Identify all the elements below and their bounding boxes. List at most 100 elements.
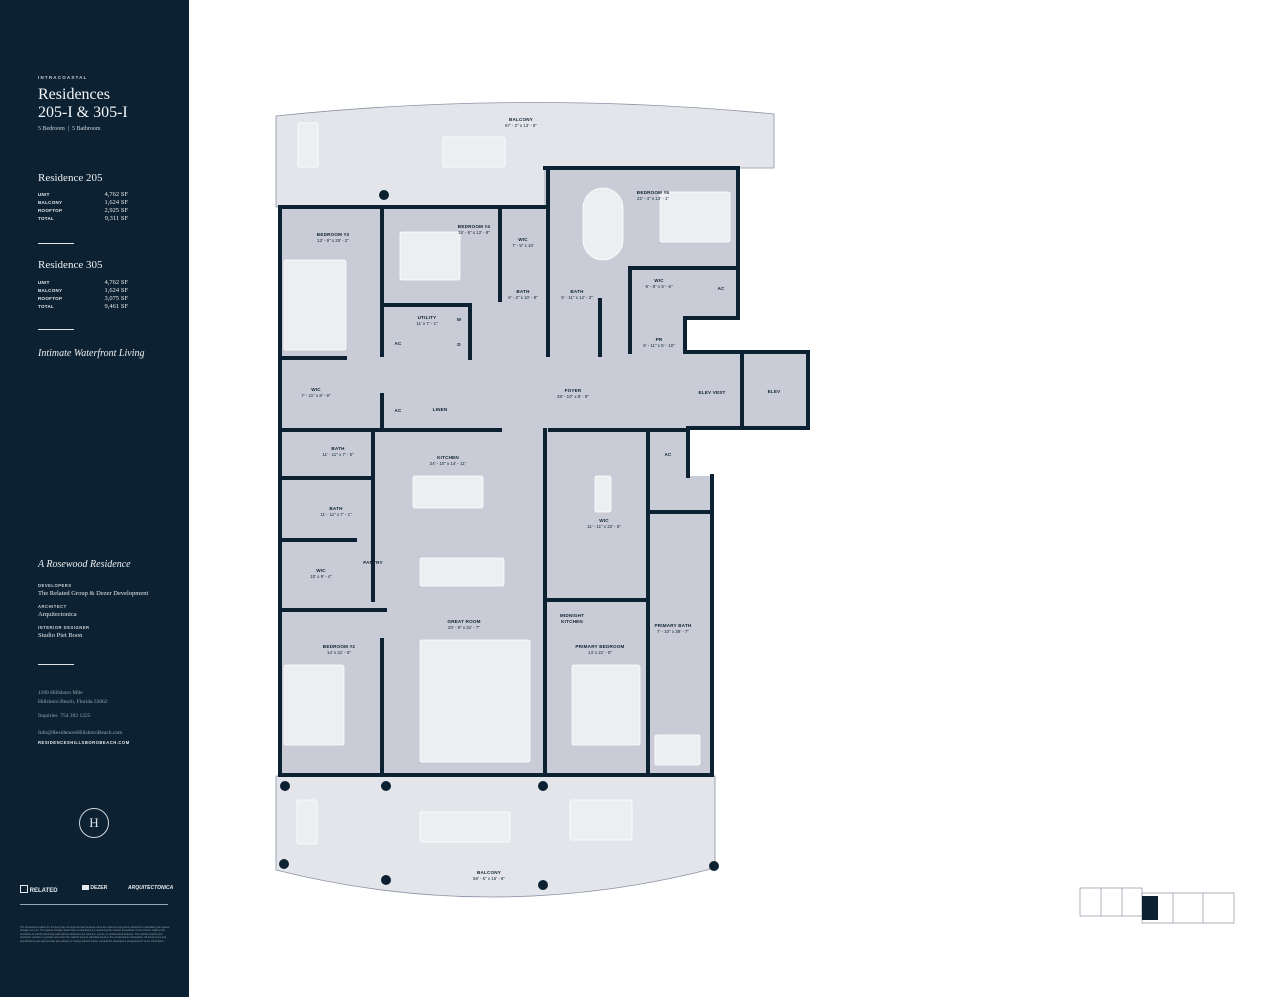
room-label: W — [457, 317, 462, 322]
room-label: AC — [394, 341, 401, 346]
room-name: AC — [717, 286, 725, 291]
room-dimensions: 10' x 9' - 4" — [310, 574, 332, 579]
room-dimensions: 14' x 21' - 5" — [327, 650, 351, 655]
column — [379, 190, 389, 200]
dezer-logo: DEZER — [82, 885, 107, 891]
residence-205-heading: Residence 205 — [38, 172, 103, 184]
stat-label: TOTAL — [38, 216, 55, 221]
room-dimensions: 9' - 8" x 5' - 6" — [646, 284, 673, 289]
website-link[interactable]: RESIDENCESHILLSBOROBEACH.COM — [38, 740, 130, 745]
room-name: BEDROOM #5 — [637, 190, 670, 195]
room-dimensions: 58' - 5" x 15' - 8" — [473, 876, 505, 881]
room-dimensions: KITCHEN — [561, 619, 583, 624]
column — [709, 861, 719, 871]
room-name: ELEV VEST — [698, 390, 725, 395]
stat-value: 9,311 SF — [104, 215, 128, 222]
sofa — [569, 799, 633, 841]
room-dimensions: 13' - 9" x 20' - 2" — [317, 238, 349, 243]
room-name: PRIMARY BEDROOM — [575, 644, 624, 649]
bed — [399, 231, 461, 281]
divider — [38, 664, 74, 665]
credit-label: INTERIOR DESIGNER — [38, 625, 90, 630]
stat-value: 1,624 SF — [104, 199, 128, 206]
dezer-logo-mark — [82, 885, 89, 890]
stat-row: UNIT 4,762 SF — [38, 279, 128, 287]
tagline: Intimate Waterfront Living — [38, 348, 145, 359]
emblem-letter: H — [89, 815, 99, 830]
email-link[interactable]: Info@ResidencesHillsboroBeach.com — [38, 730, 123, 736]
room-dimensions: 7' - 10" x 39' - 7" — [657, 629, 689, 634]
stat-label: UNIT — [38, 280, 50, 285]
room-label: PANTRY — [363, 560, 382, 565]
stat-value: 4,762 SF — [104, 279, 128, 286]
summary: 5 Bedroom | 5 Bathroom — [38, 126, 101, 132]
room-dimensions: 6' - 11" x 5' - 10" — [643, 343, 675, 348]
sofa — [442, 136, 506, 168]
room-dimensions: 67' - 2" x 13' - 9" — [505, 123, 537, 128]
room-name: BATH — [329, 506, 343, 511]
room-name: AC — [664, 452, 672, 457]
room-dimensions: 7' - 11" x 8' - 9" — [301, 393, 331, 398]
credit-value: The Related Group & Dezer Development — [38, 590, 149, 597]
room-name: BEDROOM #4 — [458, 224, 491, 229]
arquitectonica-logo: ARQUITECTONICA — [128, 885, 174, 891]
stat-label: UNIT — [38, 192, 50, 197]
room-label: BEDROOM #415' - 5" x 12' - 8" — [458, 224, 491, 235]
room-dimensions: 11' - 11" x 7' - 1" — [320, 512, 352, 517]
column — [280, 781, 290, 791]
related-logo-text: RELATED — [29, 888, 58, 894]
room-name: UTILITY — [418, 315, 437, 320]
room-dimensions: 20' - 9" x 31' - 7" — [448, 625, 480, 630]
room-dimensions: 7' - 5" x 10' — [512, 243, 534, 248]
balcony-top — [275, 102, 775, 208]
key-plan-unit-highlight — [1142, 896, 1158, 920]
page-title: Residences 205-I & 305-I — [38, 86, 128, 122]
inquiries: Inquiries 754 202 1225 — [38, 713, 91, 719]
title-line-2: 205-I & 305-I — [38, 104, 128, 121]
room-name: WIC — [311, 387, 321, 392]
related-logo: RELATED — [20, 885, 58, 894]
bed — [571, 664, 641, 746]
stat-row: TOTAL 9,311 SF — [38, 215, 128, 223]
room-name: BALCONY — [477, 870, 501, 875]
address-line-2: Hillsboro Beach, Florida 33062 — [38, 699, 108, 705]
outdoor-table — [419, 811, 511, 843]
rug — [419, 639, 531, 763]
room-dimensions: 15' - 5" x 12' - 8" — [458, 230, 490, 235]
room-dimensions: 11' x 7' - 1" — [416, 321, 438, 326]
column — [538, 880, 548, 890]
residence-305-heading: Residence 305 — [38, 259, 103, 271]
credit-label: DEVELOPERS — [38, 583, 72, 588]
address-line-1: 1180 Hillsboro Mile — [38, 690, 83, 696]
divider — [38, 329, 74, 330]
room-name: WIC — [316, 568, 326, 573]
room-label: ELEV VEST — [698, 390, 725, 395]
room-label: BEDROOM #313' - 9" x 20' - 2" — [317, 232, 350, 243]
stat-value: 3,075 SF — [104, 295, 128, 302]
key-plan-building-left — [1079, 887, 1143, 917]
room-dimensions: 6' - 2" x 10' - 9" — [508, 295, 538, 300]
credit-value: Arquitectonica — [38, 611, 77, 618]
room-label: BEDROOM #214' x 21' - 5" — [323, 644, 355, 655]
room-label: AC — [664, 452, 672, 457]
room-dimensions: 24' - 10" x 14' - 11" — [430, 461, 467, 466]
room-label: BEDROOM #522' - 4" x 13' - 1" — [637, 190, 670, 201]
room-name: WIC — [518, 237, 528, 242]
stat-value: 4,762 SF — [104, 191, 128, 198]
